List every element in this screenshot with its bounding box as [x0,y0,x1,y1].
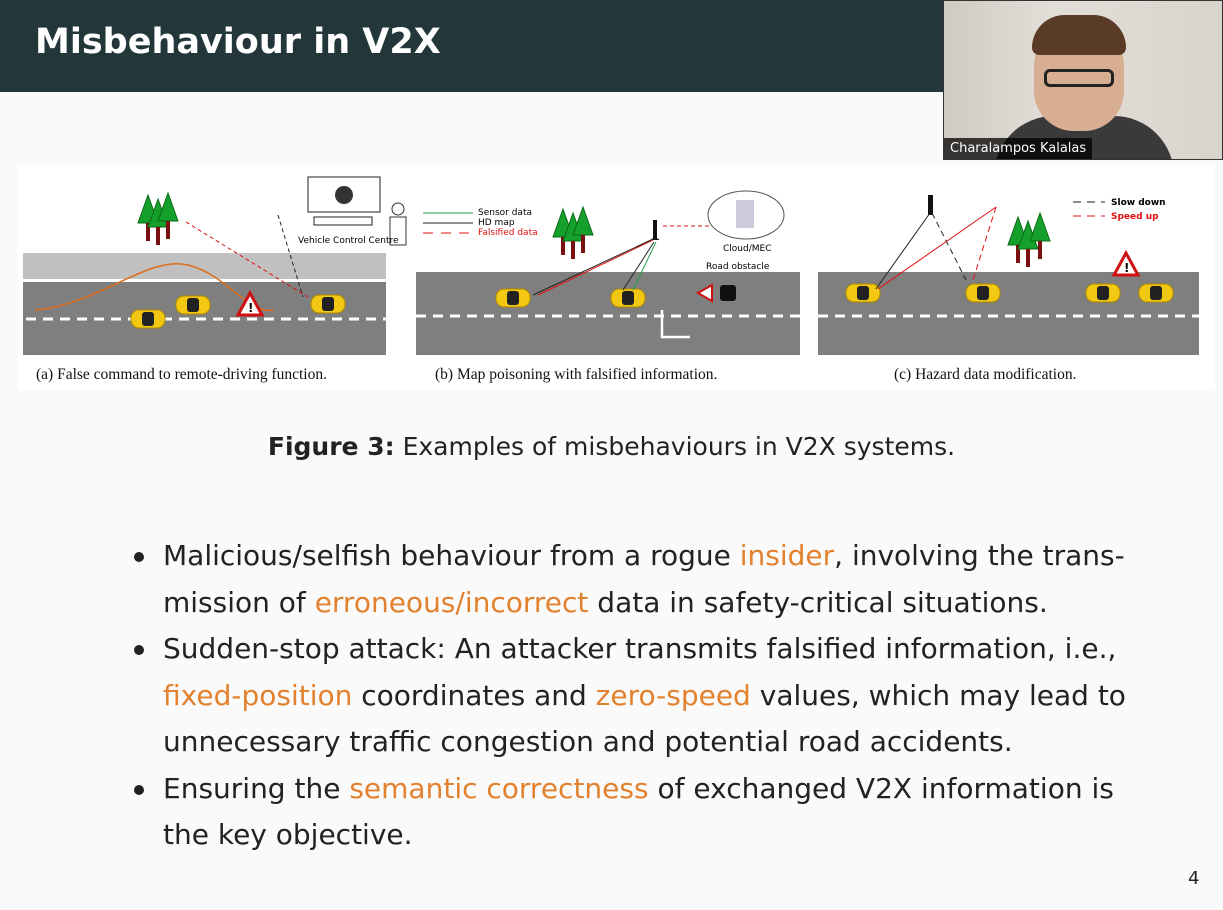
webcam-video: Charalampos Kalalas [943,0,1223,160]
highlighted-term: semantic correctness [349,771,649,805]
page-number: 4 [1188,868,1200,889]
bullet-list: Malicious/selfish behaviour from a rogue… [130,533,1140,859]
bullet-text: of exchanged V2X information is the key … [163,771,1114,852]
caption-b: (b) Map poisoning with falsified informa… [435,366,718,383]
road-obstacle-label: Road obstacle [706,262,770,272]
panel-b: Cloud/MEC Road obstacle [416,190,800,355]
figure-illustration: ! Vehicle Control Centre Sensor data HD … [23,176,1199,355]
glasses [1044,69,1114,87]
cloud-mec-label: Cloud/MEC [723,244,771,254]
vehicle-control-centre-label: Vehicle Control Centre [298,236,399,246]
caption-a: (a) False command to remote-driving func… [36,366,327,383]
legend-sensor-data: Sensor data [478,208,532,218]
legend-hd-map: HD map [478,218,515,228]
person-hair [1032,15,1126,55]
panel-b-legend: Sensor data HD map Falsified data [423,208,538,238]
bullet-item: Sudden-stop attack: An attacker transmit… [130,626,1140,766]
panel-a: Vehicle Control Centre [23,176,407,355]
figure-caption-text: Examples of misbehaviours in V2X systems… [394,432,956,461]
legend-slow-down: Slow down [1111,198,1166,208]
figure-3: ! Vehicle Control Centre Sensor data HD … [18,165,1215,390]
highlighted-term: erroneous/incorrect [314,585,589,619]
highlighted-term: zero-speed [595,678,751,712]
bullet-text: , involving the trans-mission of [163,539,1125,619]
bullet-dot [134,645,144,655]
caption-c: (c) Hazard data modification. [894,366,1077,383]
legend-falsified-data: Falsified data [478,228,538,238]
highlighted-term: fixed-position [163,678,353,712]
bullet-item: Malicious/selfish behaviour from a rogue… [130,533,1140,626]
bullet-dot [134,784,144,795]
bullet-text: Ensuring the [163,771,350,805]
bullet-text: values, which may lead to unnecessary tr… [163,678,1126,759]
highlighted-term: insider [739,539,835,572]
bullet-text: Malicious/selfish behaviour from a rogue [163,539,740,572]
figure-label: Figure 3: [267,432,395,461]
bullet-text: Sudden-stop attack: An attacker transmit… [163,632,1117,665]
slide-title: Misbehaviour in V2X [35,22,441,62]
bullet-dot [134,552,144,562]
bullet-text: coordinates and [352,678,596,712]
participant-name: Charalampos Kalalas [944,138,1093,159]
bullet-text: data in safety-critical situations. [588,585,1048,619]
panel-c: Slow down Speed up [818,195,1199,355]
bullet-item: Ensuring the semantic correctness of exc… [130,766,1140,859]
figure-caption: Figure 3: Examples of misbehaviours in V… [0,432,1223,461]
legend-speed-up: Speed up [1111,212,1159,222]
